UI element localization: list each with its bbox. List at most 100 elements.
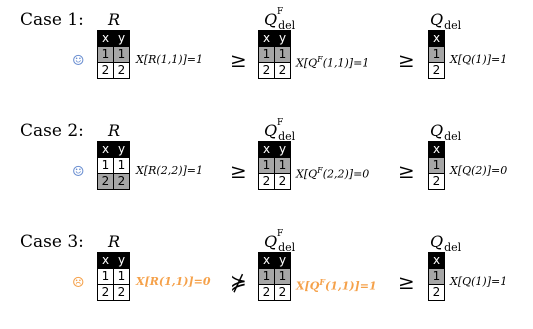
comparison-2: ≥ (398, 270, 415, 294)
relation-q-name: Qdel (430, 232, 462, 255)
table-cell: 1 (258, 157, 275, 174)
table-cell: 1 (113, 268, 130, 285)
expr-qf: X[QF(1,1)]=1 (296, 55, 370, 70)
relation-q-name: Qdel (430, 121, 462, 144)
table-row: 1 (428, 268, 445, 285)
relation-r-name: R (108, 232, 121, 251)
table-cell: 2 (258, 62, 275, 79)
table-cell: 1 (113, 157, 130, 174)
case-label: Case 2: (20, 121, 84, 141)
table-cell: 1 (274, 268, 291, 285)
column-header: x (258, 252, 275, 269)
expr-q: X[Q(1)]=1 (450, 53, 508, 66)
comparison-1: ≥ (230, 159, 247, 183)
table-cell: 1 (97, 157, 114, 174)
table-cell: 1 (97, 46, 114, 63)
table-cell: 2 (97, 173, 114, 190)
comparison-2: ≥ (398, 48, 415, 72)
table-row: 1 (428, 46, 445, 63)
column-header: x (428, 141, 445, 158)
table-row: 1 (428, 157, 445, 174)
table-cell: 2 (428, 284, 445, 301)
column-header: x (428, 30, 445, 47)
relation-r-name: R (108, 10, 121, 29)
column-header: x (428, 252, 445, 269)
comparison-1: ≥ (230, 48, 247, 72)
table-cell: 2 (113, 62, 130, 79)
table-cell: 2 (428, 62, 445, 79)
expr-r: X[R(1,1)]=1 (136, 53, 203, 66)
table-cell: 2 (274, 173, 291, 190)
table-cell: 1 (428, 46, 445, 63)
table-cell: 1 (428, 157, 445, 174)
face-icon: ☺ (72, 53, 85, 69)
comparison-2: ≥ (398, 159, 415, 183)
expr-qf: X[QF(1,1)]=1 (296, 277, 377, 293)
column-header: y (274, 252, 291, 269)
table-cell: 2 (428, 173, 445, 190)
table-cell: 2 (258, 284, 275, 301)
table-cell: 1 (274, 157, 291, 174)
column-header: y (113, 252, 130, 269)
table-cell: 1 (274, 46, 291, 63)
column-header: x (258, 141, 275, 158)
column-header: y (113, 141, 130, 158)
column-header: x (97, 141, 114, 158)
table-row: 2 (428, 62, 445, 79)
table-cell: 2 (274, 62, 291, 79)
case-label: Case 1: (20, 10, 84, 30)
relation-q-name: Qdel (430, 10, 462, 33)
expr-qf: X[QF(2,2)]=0 (296, 166, 370, 181)
table-row: 2 (428, 173, 445, 190)
face-icon: ☺ (72, 164, 85, 180)
table-cell: 2 (113, 284, 130, 301)
case-label: Case 3: (20, 232, 84, 252)
table-cell: 2 (258, 173, 275, 190)
expr-r: X[R(2,2)]=1 (136, 164, 203, 177)
face-icon: ☹ (72, 275, 85, 291)
column-header: x (97, 252, 114, 269)
column-header: y (274, 141, 291, 158)
column-header: x (258, 30, 275, 47)
column-header: x (97, 30, 114, 47)
table-cell: 1 (428, 268, 445, 285)
table-cell: 2 (97, 62, 114, 79)
table-cell: 1 (97, 268, 114, 285)
relation-r-name: R (108, 121, 121, 140)
table-cell: 1 (113, 46, 130, 63)
table-cell: 2 (274, 284, 291, 301)
expr-r: X[R(1,1)]=0 (136, 275, 211, 288)
expr-q: X[Q(2)]=0 (450, 164, 508, 177)
column-header: y (274, 30, 291, 47)
column-header: y (113, 30, 130, 47)
expr-q: X[Q(1)]=1 (450, 275, 508, 288)
table-cell: 1 (258, 46, 275, 63)
table-cell: 2 (113, 173, 130, 190)
table-cell: 2 (97, 284, 114, 301)
table-cell: 1 (258, 268, 275, 285)
